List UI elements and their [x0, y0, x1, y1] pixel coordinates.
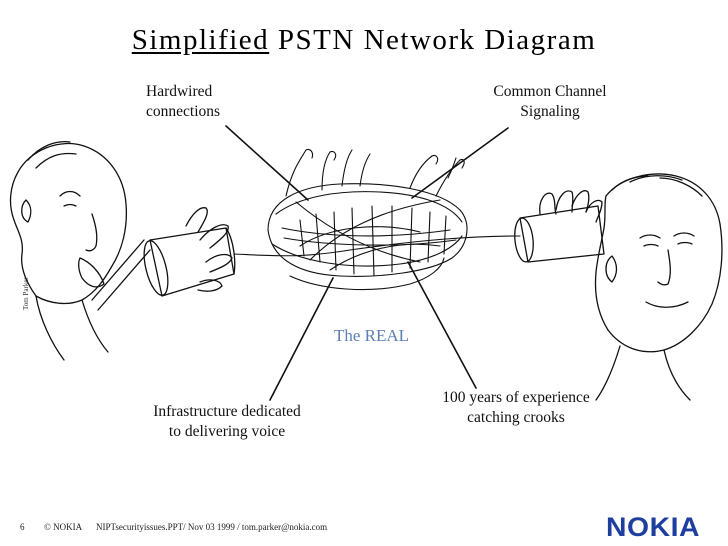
footer-copyright: © NOKIA: [44, 522, 83, 532]
left-hand-illustration: [185, 207, 233, 292]
label-common-channel-signaling: Common Channel Signaling: [472, 82, 628, 122]
label-experience-line2: catching crooks: [467, 409, 565, 426]
left-person-illustration: [9, 140, 151, 361]
label-experience-line1: 100 years of experience: [442, 389, 590, 406]
title-rest: PSTN Network Diagram: [277, 24, 597, 56]
nokia-logo: NOKIA: [606, 512, 700, 542]
right-person-illustration: [594, 173, 723, 401]
leader-lines: [225, 125, 509, 401]
label-experience: 100 years of experience catching crooks: [424, 388, 608, 428]
label-hardwired-line1: Hardwired: [146, 83, 213, 100]
leader-experience: [407, 261, 477, 389]
label-ccs-line2: Signaling: [520, 103, 580, 120]
tin-can-icon: [143, 227, 236, 297]
tin-can-icon: [514, 205, 605, 263]
leader-ccs: [411, 127, 509, 199]
label-infrastructure: Infrastructure dedicated to delivering v…: [134, 402, 320, 442]
footer-file-info: NIPTsecurityissues.PPT/ Nov 03 1999 / to…: [96, 522, 328, 532]
label-infra-line1: Infrastructure dedicated: [153, 403, 301, 420]
label-hardwired-line2: connections: [146, 103, 221, 120]
label-hardwired: Hardwired connections: [146, 82, 220, 122]
artist-signature: Tom Parker: [22, 277, 30, 310]
label-infra-line2: to delivering voice: [168, 423, 286, 440]
label-the-real: The REAL: [334, 326, 410, 345]
leader-infrastructure: [269, 277, 334, 401]
right-hand-illustration: [539, 190, 603, 223]
leader-hardwired: [225, 125, 309, 201]
can-string: [233, 235, 521, 257]
footer-page-number: 6: [20, 522, 25, 532]
page-title: Simplified PSTN Network Diagram: [0, 24, 728, 57]
label-ccs-line1: Common Channel: [493, 83, 607, 100]
title-emphasis: Simplified: [131, 24, 270, 56]
tangled-wires-illustration: [267, 148, 468, 291]
